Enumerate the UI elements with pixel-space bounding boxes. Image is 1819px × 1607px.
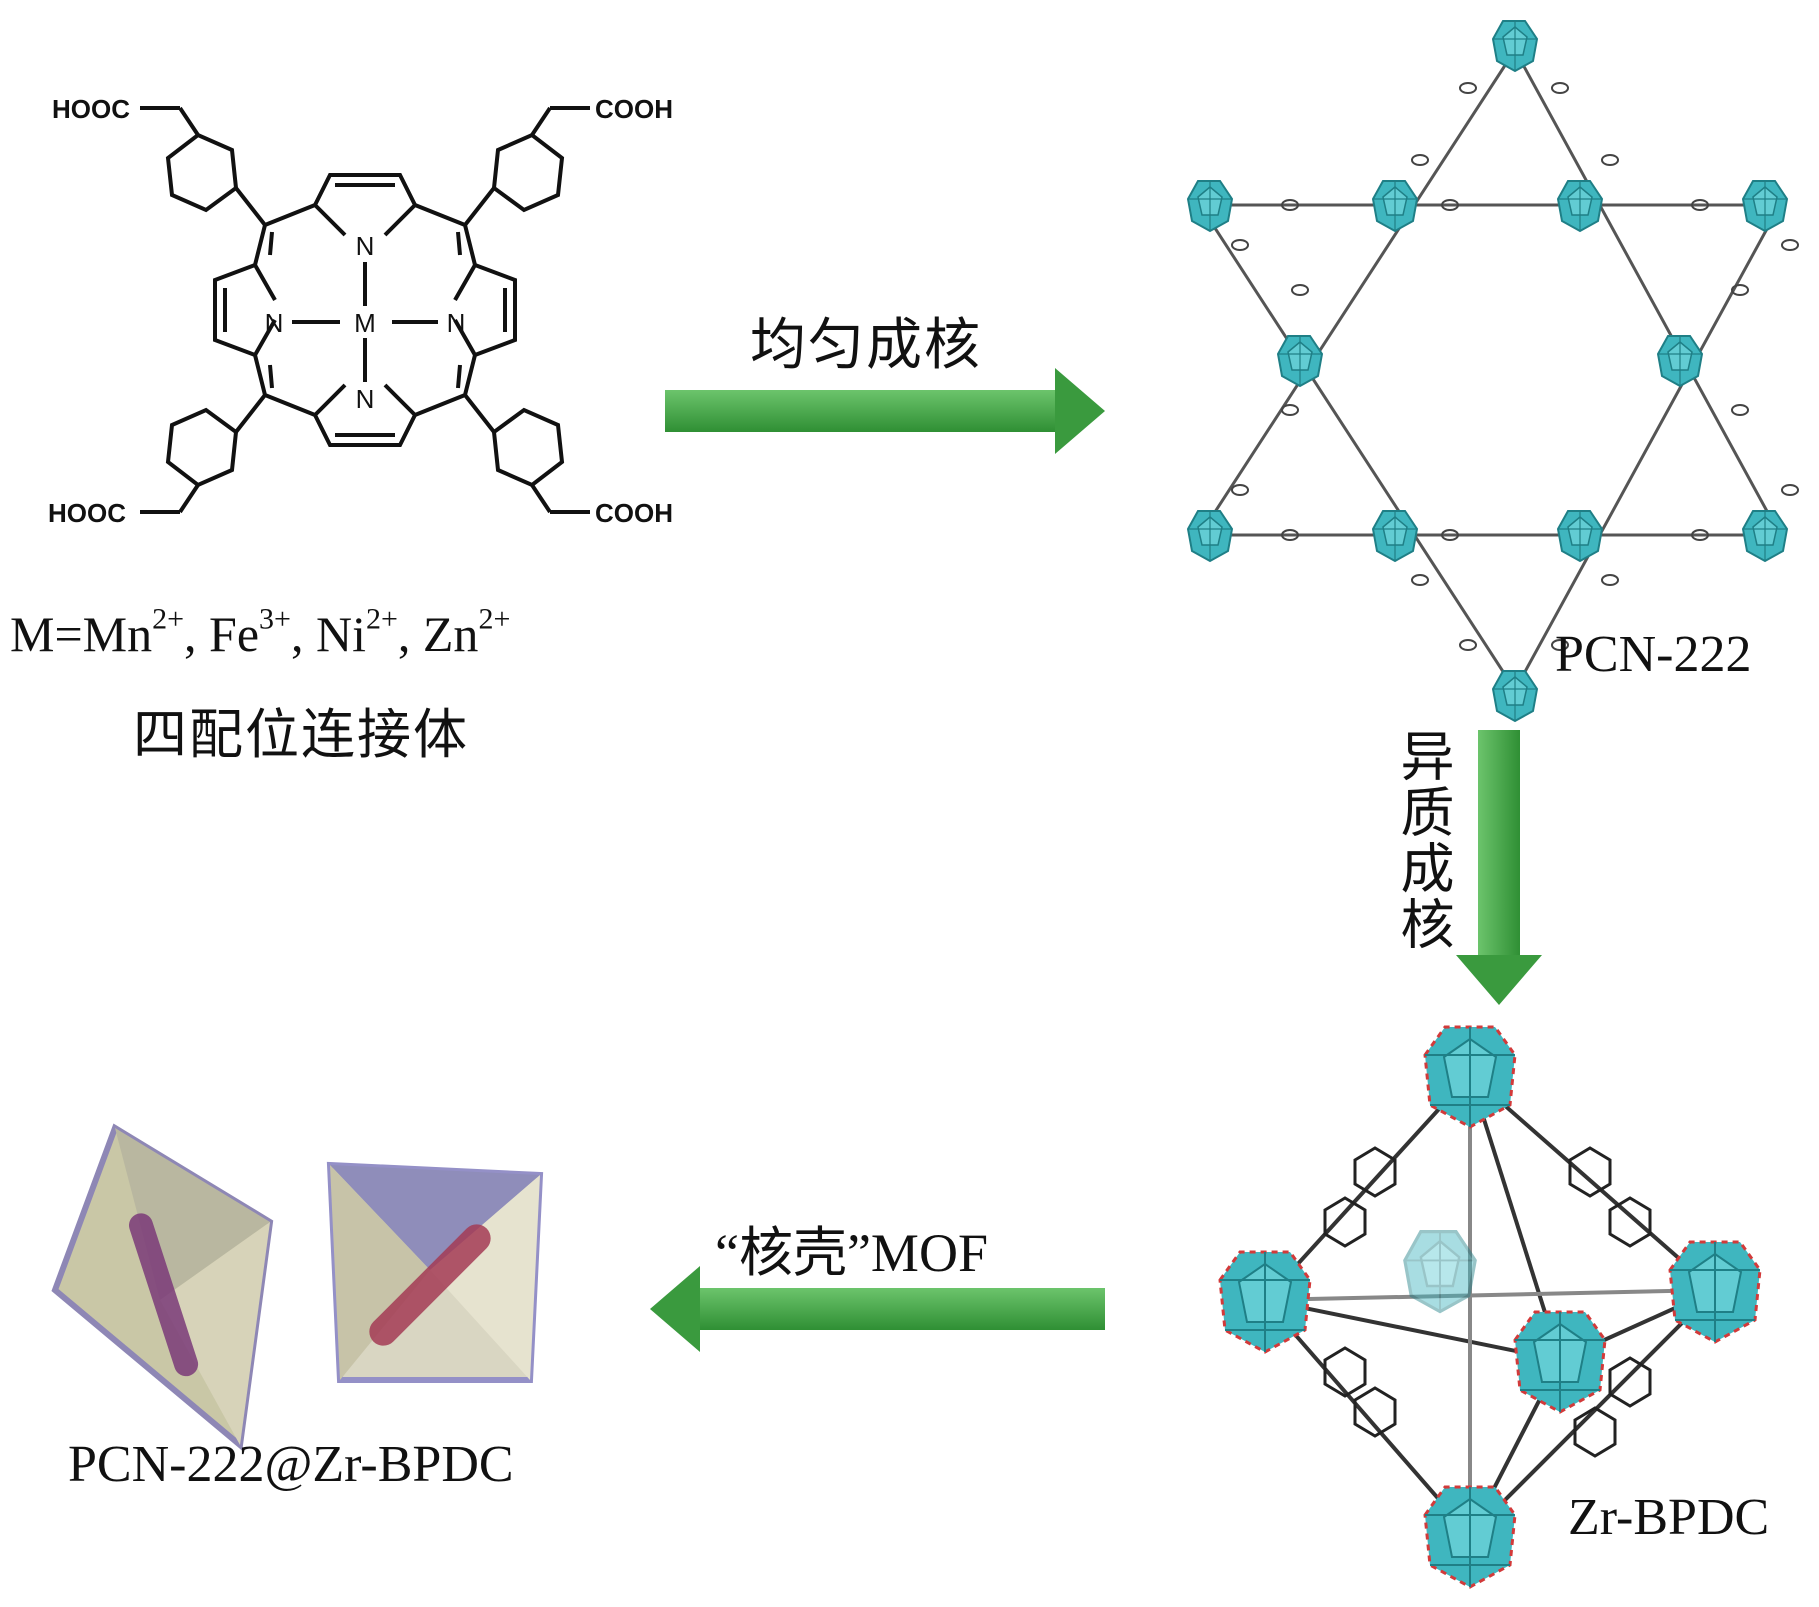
arrow-right: [1456, 730, 1542, 1005]
arrow-top-label: 均匀成核: [750, 315, 982, 377]
group-top-left: HOOC: [52, 94, 130, 124]
core-shell-label: PCN-222@Zr-BPDC: [68, 1436, 514, 1493]
arrow-right-label: 异质成核: [1392, 728, 1452, 952]
pcn-222-structure: [1187, 20, 1799, 722]
porphyrin-structure: [140, 106, 590, 514]
crystal-left: [51, 1123, 274, 1451]
arrow-top: [665, 368, 1105, 454]
nitrogen-top: N: [356, 231, 375, 261]
pcn-222-label: PCN-222: [1555, 626, 1752, 683]
group-bottom-right: COOH: [595, 498, 673, 528]
nitrogen-bottom: N: [356, 384, 375, 414]
linker-caption: 四配位连接体: [133, 705, 469, 765]
arrow-bottom: [650, 1266, 1105, 1352]
metal-ions-label: M=Mn2+, Fe3+, Ni2+, Zn2+: [10, 602, 511, 662]
crystal-right: [326, 1161, 544, 1383]
group-top-right: COOH: [595, 94, 673, 124]
zr-bpdc-label: Zr-BPDC: [1568, 1489, 1770, 1546]
zr-bpdc-structure: [1218, 1025, 1762, 1589]
nitrogen-left: N: [265, 308, 284, 338]
nitrogen-right: N: [447, 308, 466, 338]
metal-center: M: [354, 308, 376, 338]
group-bottom-left: HOOC: [48, 498, 126, 528]
arrow-bottom-label: “核壳”MOF: [715, 1223, 988, 1283]
